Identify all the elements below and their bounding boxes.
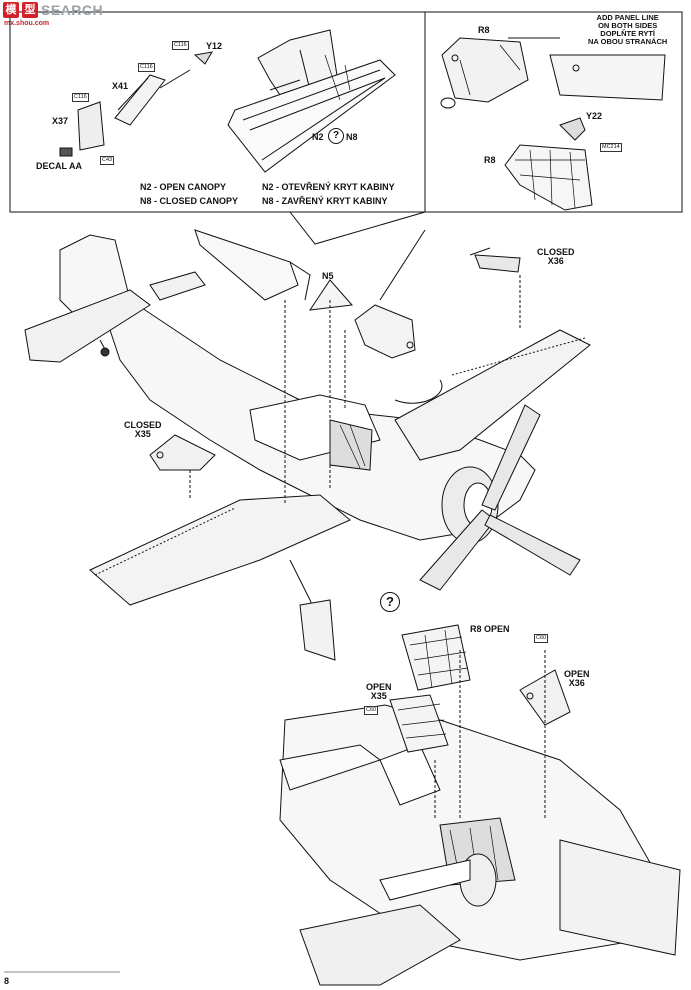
part-n2-label: N2 <box>312 132 324 142</box>
part-n8-label: N8 <box>346 132 358 142</box>
legend-n2-en: N2 - OPEN CANOPY <box>140 182 227 192</box>
callout-open-x35: OPEN X35 <box>366 682 392 702</box>
part-y12-label: Y12 <box>206 41 223 51</box>
part-x37-label: X37 <box>52 116 69 126</box>
part-n5-label: N5 <box>322 271 334 281</box>
legend-n8-cz: N8 - ZAVŘENÝ KRYT KABINY <box>262 196 388 206</box>
watermark-url: mx.shou.com <box>4 20 50 27</box>
part-mc214-box: MC214 <box>600 143 622 152</box>
callout-part: X36 <box>568 678 585 689</box>
top-right-box <box>425 11 683 213</box>
callout-part: X36 <box>547 256 564 267</box>
option-question-icon: ? <box>328 128 344 144</box>
part-c116-box: C116 <box>172 41 189 50</box>
callout-closed-x35: CLOSED X35 <box>124 420 162 440</box>
part-r8-label: R8 <box>478 25 490 35</box>
watermark: 模 型 SEARCH <box>3 2 103 18</box>
part-c60-box: C60 <box>364 706 379 715</box>
legend-n8-en: N8 - CLOSED CANOPY <box>140 196 239 206</box>
option-question-icon: ? <box>380 592 400 612</box>
note-line-4: NA OBOU STRANÁCH <box>588 36 668 46</box>
decal-aa-label: DECAL AA <box>36 161 83 171</box>
note-line-1: ADD PANEL LINE <box>596 13 659 22</box>
page-number: 8 <box>4 976 10 986</box>
part-r8-open-label: R8 OPEN <box>470 624 510 634</box>
watermark-text: SEARCH <box>41 2 104 18</box>
panel-line-note: ADD PANEL LINE ON BOTH SIDES DOPLŇTE RYT… <box>588 14 667 46</box>
part-c116-box: C116 <box>72 93 89 102</box>
part-c43-box: C43 <box>100 156 115 165</box>
callout-closed-x36: CLOSED X36 <box>537 247 575 267</box>
callout-state: CLOSED <box>537 247 575 257</box>
callout-part: X35 <box>370 691 387 702</box>
part-c116-box: C116 <box>138 63 155 72</box>
note-line-3: DOPLŇTE RYTÍ <box>600 28 656 38</box>
watermark-tile-1: 模 <box>3 2 19 18</box>
part-x41-label: X41 <box>112 81 129 91</box>
watermark-tile-2: 型 <box>22 2 38 18</box>
callout-open-x36: OPEN X36 <box>564 669 590 689</box>
part-y22-label: Y22 <box>586 111 603 121</box>
part-r8-cage-label: R8 <box>484 155 496 165</box>
legend-n2-cz: N2 - OTEVŘENÝ KRYT KABINY <box>262 182 395 192</box>
callout-state: OPEN <box>366 682 392 692</box>
part-c60-box: C60 <box>534 634 549 643</box>
callout-state: OPEN <box>564 669 590 679</box>
callout-state: CLOSED <box>124 420 162 430</box>
note-line-2: ON BOTH SIDES <box>598 20 658 30</box>
callout-part: X35 <box>134 429 151 440</box>
